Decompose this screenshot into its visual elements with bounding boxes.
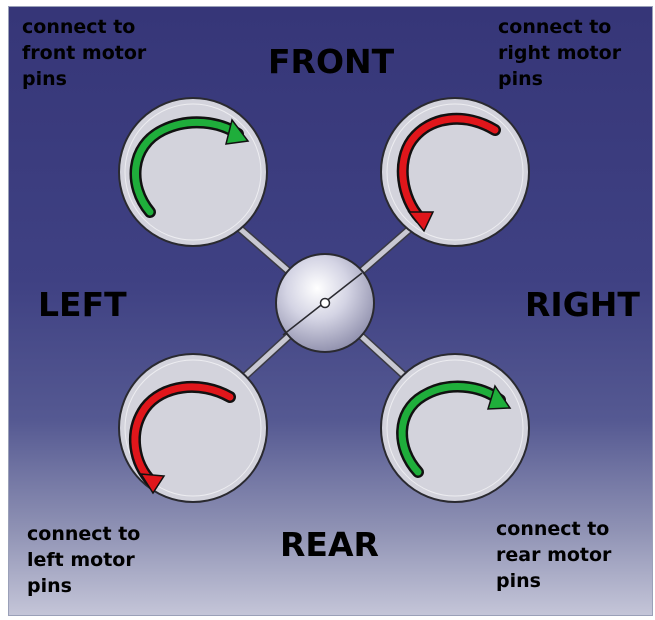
note-right-motor: connect to right motor pins bbox=[498, 16, 622, 90]
ccw-arrow-front-right bbox=[396, 112, 501, 233]
label-front: FRONT bbox=[268, 42, 395, 81]
note-front-motor: connect to front motor pins bbox=[22, 16, 147, 90]
cw-arrow-front-left bbox=[129, 116, 250, 218]
cw-arrow-rear-right bbox=[396, 380, 512, 478]
label-left: LEFT bbox=[38, 285, 127, 324]
center-hub bbox=[275, 253, 375, 353]
ccw-arrow-rear-left bbox=[128, 380, 236, 495]
label-right: RIGHT bbox=[525, 285, 640, 324]
label-rear: REAR bbox=[280, 525, 379, 564]
note-rear-motor: connect to rear motor pins bbox=[496, 518, 612, 592]
note-left-motor: connect to left motor pins bbox=[27, 523, 141, 597]
